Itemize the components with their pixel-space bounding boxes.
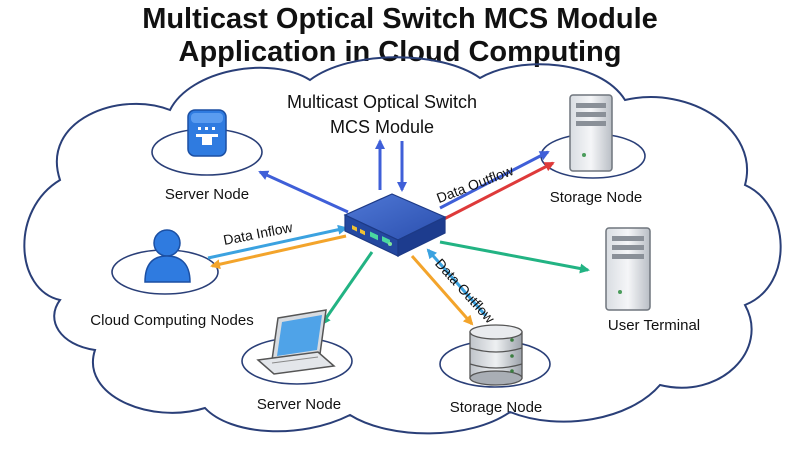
diagram-title: Multicast Optical Switch MCS Module Appl…: [0, 3, 800, 69]
server-top-label: Server Node: [164, 186, 250, 203]
mcs-label-line-2: MCS Module: [329, 117, 435, 137]
server-bottom-label: Server Node: [256, 396, 342, 413]
arrow-inflow-blue: [207, 224, 348, 260]
arrow-to-server-top: [258, 170, 349, 214]
laptop-icon: [256, 309, 336, 375]
server-top-icon: [187, 109, 227, 157]
arrow-outflow-top-blue: [439, 150, 550, 210]
arrow-to-user-terminal: [439, 240, 590, 274]
arrow-to-server-bottom: [320, 251, 374, 326]
user-terminal-label: User Terminal: [607, 317, 701, 334]
title-line-1: Multicast Optical Switch MCS Module: [142, 3, 658, 35]
storage-bottom-label: Storage Node: [449, 399, 543, 416]
arrow-inflow-orange: [210, 234, 347, 270]
mcs-module-label: Multicast Optical Switch MCS Module: [287, 90, 477, 140]
cloud-outline: [23, 56, 782, 435]
storage-top-server-icon: [569, 94, 613, 172]
cloud-user-icon: [144, 229, 191, 283]
arrow-outflow-bottom-blue: [426, 248, 488, 317]
database-icon: [469, 324, 523, 386]
arrow-outflow-top-red: [441, 161, 555, 222]
cloud-nodes-label: Cloud Computing Nodes: [90, 312, 254, 329]
storage-top-label: Storage Node: [549, 189, 643, 206]
title-line-2: Application in Cloud Computing: [178, 36, 622, 68]
arrow-outflow-bottom-orange: [410, 255, 474, 326]
user-terminal-server-icon: [605, 227, 651, 311]
mcs-label-line-1: Multicast Optical Switch: [286, 92, 478, 112]
optical-switch-icon: [343, 193, 447, 257]
